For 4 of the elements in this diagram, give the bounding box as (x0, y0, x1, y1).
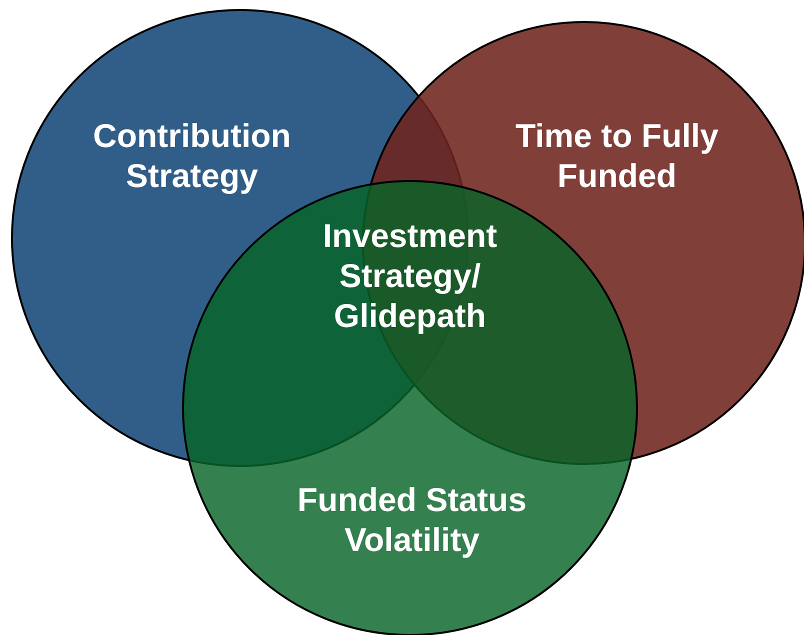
circle-label: Time to Fully Funded (514, 116, 720, 196)
circle-label: Contribution Strategy (92, 116, 292, 196)
overlap-label: Investment Strategy/ Glidepath (322, 216, 498, 336)
circle-label: Funded Status Volatility (296, 480, 528, 560)
